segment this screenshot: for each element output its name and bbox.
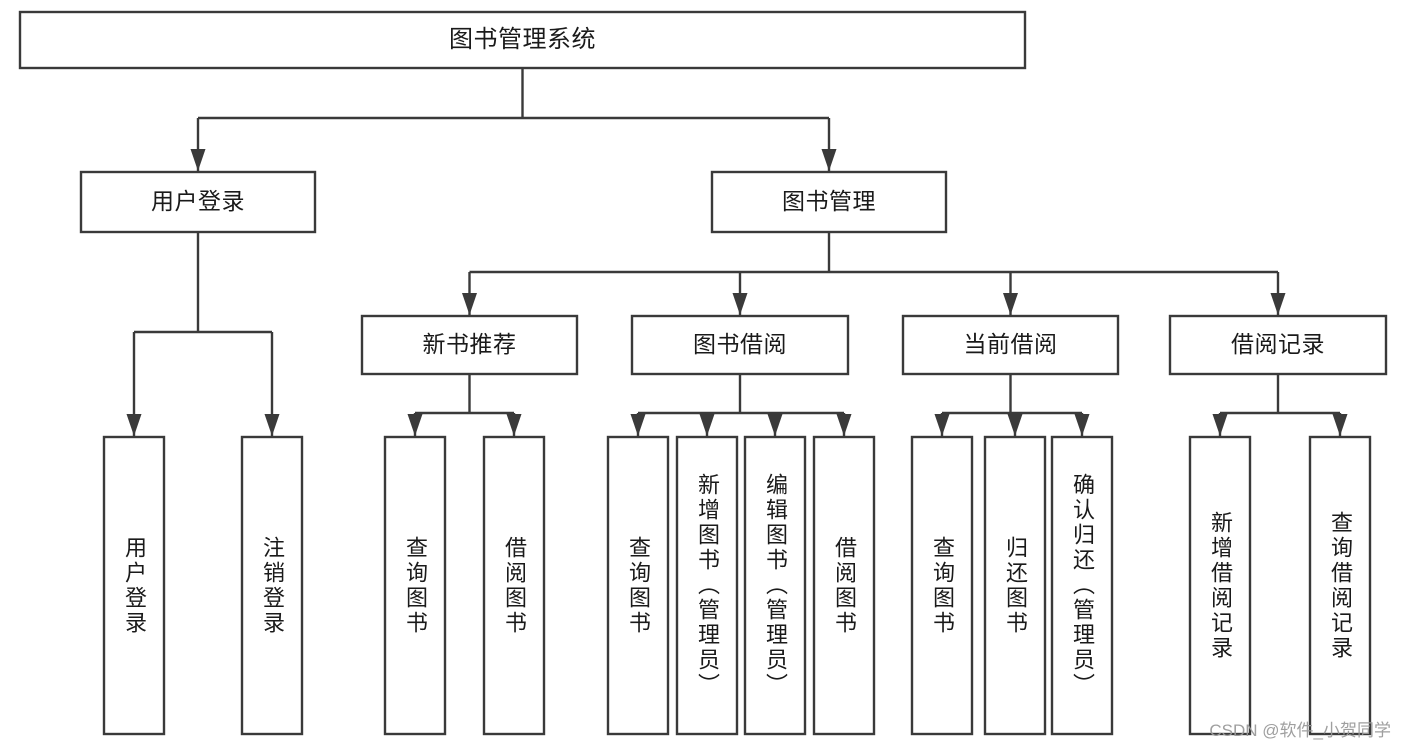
node-box-borrow-record[interactable] xyxy=(1168,314,1388,376)
connector-layer xyxy=(126,68,1348,436)
node-box-leaf-borrow-book-rec[interactable] xyxy=(482,435,546,736)
arrow-head-icon xyxy=(630,414,646,436)
node-box-leaf-query-borrow-record[interactable] xyxy=(1308,435,1372,736)
arrow-head-icon xyxy=(1332,414,1348,436)
node-box-new-book-recommend[interactable] xyxy=(360,314,579,376)
arrow-head-icon xyxy=(1270,293,1286,315)
arrow-head-icon xyxy=(1007,414,1023,436)
arrow-head-icon xyxy=(407,414,423,436)
node-box-leaf-confirm-return-admin[interactable] xyxy=(1050,435,1114,736)
node-box-leaf-borrow-book[interactable] xyxy=(812,435,876,736)
node-box-leaf-logout-login[interactable] xyxy=(240,435,304,736)
arrow-head-icon xyxy=(732,293,748,315)
arrow-head-icon xyxy=(1212,414,1228,436)
arrow-head-icon xyxy=(767,414,783,436)
node-box-leaf-query-book-borrow[interactable] xyxy=(606,435,670,736)
arrow-head-icon xyxy=(1074,414,1090,436)
arrow-head-icon xyxy=(934,414,950,436)
node-box-leaf-add-book-admin[interactable] xyxy=(675,435,739,736)
node-box-leaf-query-book-rec[interactable] xyxy=(383,435,447,736)
node-box-root[interactable] xyxy=(18,10,1027,70)
node-box-book-management[interactable] xyxy=(710,170,948,234)
arrow-head-icon xyxy=(699,414,715,436)
node-box-leaf-edit-book-admin[interactable] xyxy=(743,435,807,736)
node-box-book-borrow[interactable] xyxy=(630,314,850,376)
node-box-leaf-return-book[interactable] xyxy=(983,435,1047,736)
node-box-user-login[interactable] xyxy=(79,170,317,234)
arrow-head-icon xyxy=(126,414,142,436)
node-box-current-borrow[interactable] xyxy=(901,314,1120,376)
node-box-leaf-add-borrow-record[interactable] xyxy=(1188,435,1252,736)
arrow-head-icon xyxy=(506,414,522,436)
arrow-head-icon xyxy=(264,414,280,436)
box-layer xyxy=(18,10,1388,736)
arrow-head-icon xyxy=(821,149,837,171)
arrow-head-icon xyxy=(190,149,206,171)
arrow-head-icon xyxy=(1003,293,1018,315)
arrow-head-icon xyxy=(462,293,477,315)
node-box-leaf-user-login[interactable] xyxy=(102,435,166,736)
watermark-text: CSDN @软件_小贺同学 xyxy=(1209,721,1391,740)
node-box-leaf-query-book-current[interactable] xyxy=(910,435,974,736)
arrow-head-icon xyxy=(836,414,852,436)
